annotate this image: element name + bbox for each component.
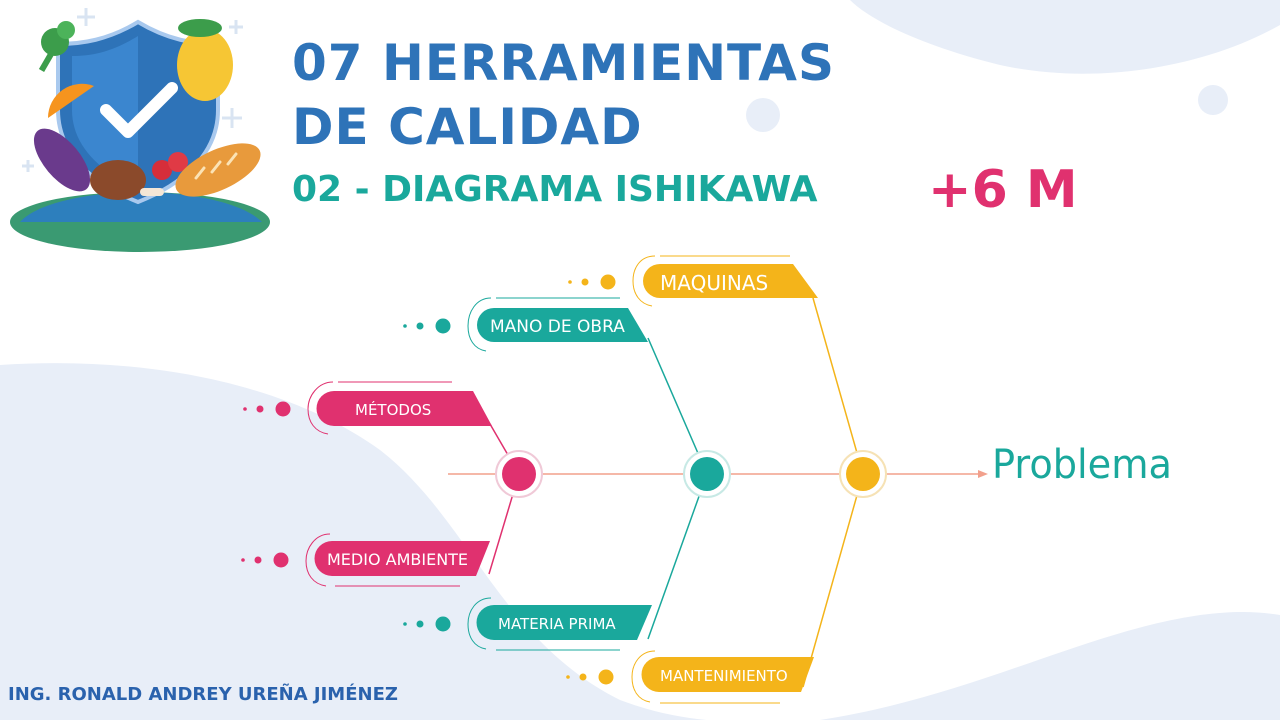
spine-arrow-icon [978, 470, 988, 478]
bread-icon [175, 143, 261, 197]
label-mantenimiento: MANTENIMIENTO [660, 667, 788, 685]
lemon-icon [177, 29, 233, 101]
subtitle: 02 - DIAGRAMA ISHIKAWA [292, 169, 818, 210]
food-safety-logo [10, 8, 270, 252]
node-teal [683, 450, 731, 498]
cause-metodos: MÉTODOS [243, 381, 492, 435]
cause-maquinas: MAQUINAS [568, 255, 818, 307]
six-m-badge: +6 M [928, 160, 1078, 220]
page-title-line1: 07 HERRAMIENTAS [292, 34, 835, 92]
cherry-icon [152, 160, 172, 180]
author-name: ING. RONALD ANDREY UREÑA JIMÉNEZ [8, 684, 398, 705]
cause-mantenimiento: MANTENIMIENTO [566, 650, 814, 704]
cause-mano-de-obra: MANO DE OBRA [403, 297, 648, 352]
plus-icon [77, 8, 95, 26]
checkmark-icon [100, 82, 178, 138]
problem-label: Problema [992, 442, 1172, 488]
label-metodos: MÉTODOS [355, 400, 431, 419]
label-maquinas: MAQUINAS [660, 271, 768, 295]
cause-materia-prima: MATERIA PRIMA [403, 597, 652, 651]
page-title-line2: DE CALIDAD [292, 98, 643, 156]
cause-medio-ambiente: MEDIO AMBIENTE [241, 533, 490, 587]
label-medio-ambiente: MEDIO AMBIENTE [327, 550, 468, 569]
orange-slice-icon [47, 83, 94, 118]
node-yellow [839, 450, 887, 498]
label-mano-de-obra: MANO DE OBRA [490, 317, 625, 337]
meat-icon [90, 160, 146, 200]
node-pink [495, 450, 543, 498]
eggplant-icon [33, 128, 91, 192]
label-materia-prima: MATERIA PRIMA [498, 615, 616, 633]
